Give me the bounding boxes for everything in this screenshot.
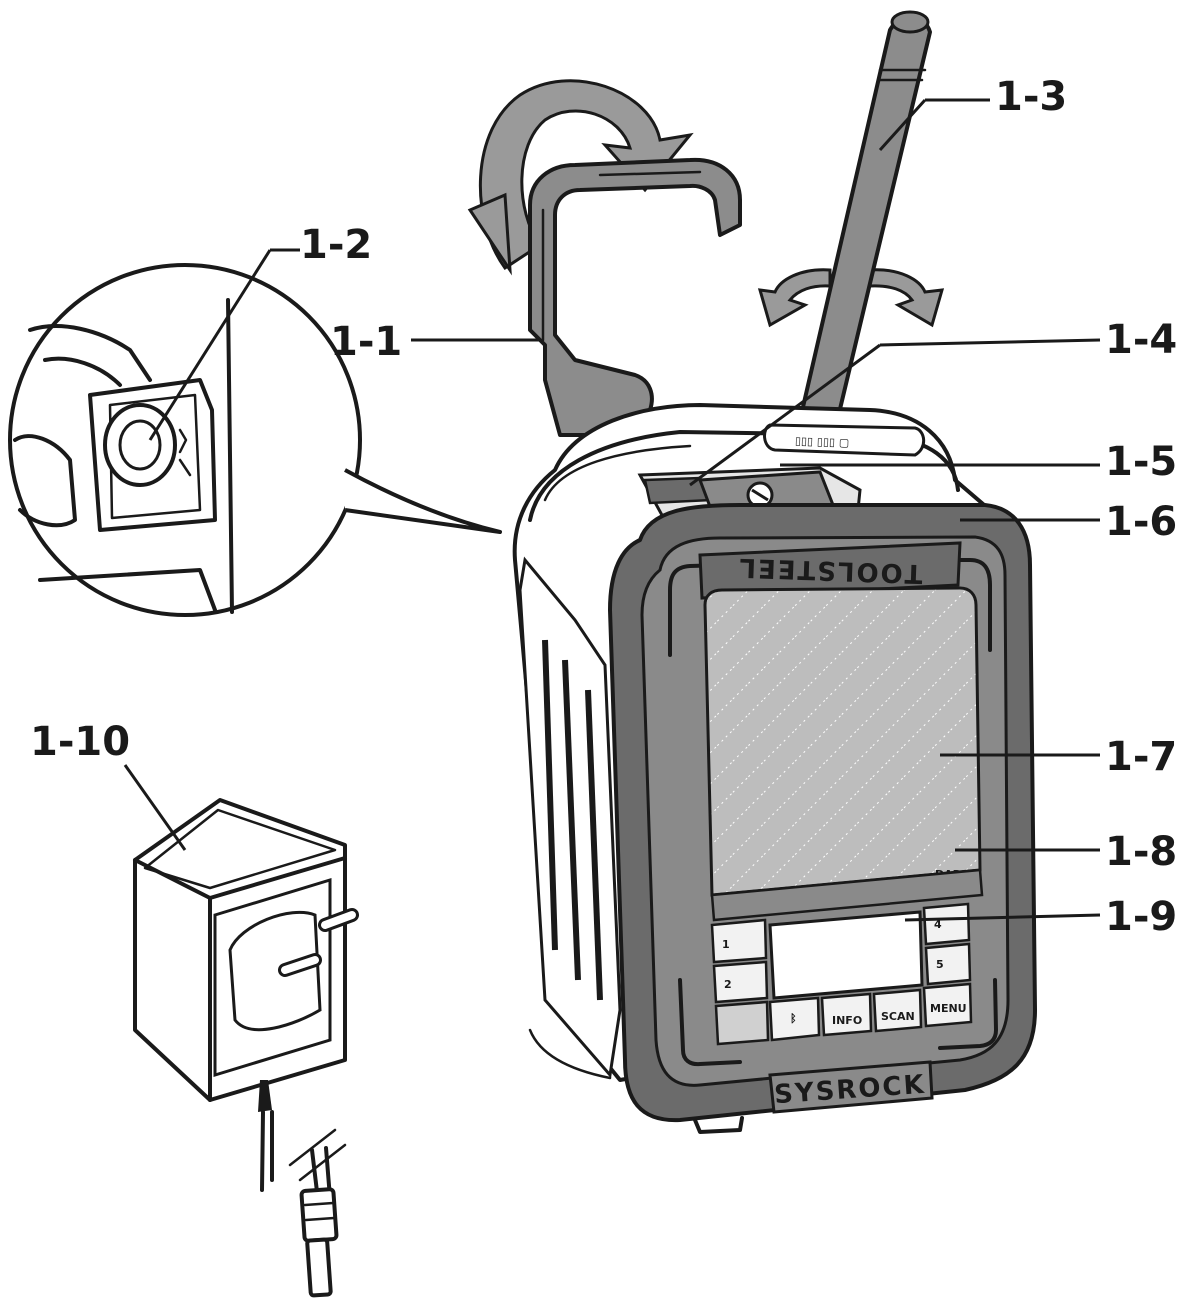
callout-1-10: 1-10 <box>30 719 130 765</box>
svg-text:MENU: MENU <box>930 1002 967 1015</box>
side-vents <box>518 556 622 1080</box>
carry-handle <box>528 157 742 437</box>
plug-pins <box>278 908 359 977</box>
top-brand-text: TOOLSTEEL <box>737 552 923 588</box>
power-button[interactable] <box>714 1000 770 1046</box>
info-button[interactable]: INFO <box>820 992 873 1037</box>
speaker-grille <box>703 586 982 897</box>
callout-labels: 1-1 1-2 1-3 1-4 1-5 1-6 1-7 1-8 1-9 1-10 <box>30 74 1177 940</box>
svg-text:5: 5 <box>936 958 944 971</box>
callout-1-4: 1-4 <box>1105 317 1177 363</box>
callout-1-8: 1-8 <box>1105 829 1177 875</box>
svg-text:SCAN: SCAN <box>881 1010 915 1023</box>
antenna-swivel-arrow-icon <box>757 268 945 328</box>
rotate-handle-arrow-icon <box>467 79 694 276</box>
bluetooth-button[interactable]: ᛒ <box>768 996 821 1042</box>
callout-1-3: 1-3 <box>995 74 1067 120</box>
callout-1-9: 1-9 <box>1105 894 1177 940</box>
top-brand-plate: TOOLSTEEL <box>698 541 962 600</box>
dc-plug <box>299 1187 339 1298</box>
radio-body: ▯▯▯ ▯▯▯ ▢ TOOLSTEEL DAB+ <box>512 403 1037 1134</box>
callout-1-6: 1-6 <box>1105 499 1177 545</box>
svg-text:2: 2 <box>724 978 732 991</box>
power-adapter <box>133 798 359 1298</box>
svg-text:4: 4 <box>934 918 942 931</box>
button-panel: 1 2 ᛒ INFO SCAN 4 <box>710 902 973 1046</box>
menu-button[interactable]: MENU <box>922 982 973 1028</box>
type-plate: ▯▯▯ ▯▯▯ ▢ <box>763 423 926 457</box>
preset-5-button[interactable]: 5 <box>924 942 972 986</box>
charging-socket-detail <box>8 263 502 617</box>
preset-1-button[interactable]: 1 <box>710 918 768 964</box>
callout-1-5: 1-5 <box>1105 439 1177 485</box>
scan-button[interactable]: SCAN <box>872 988 923 1033</box>
callout-1-7: 1-7 <box>1105 734 1177 780</box>
callout-1-1: 1-1 <box>330 319 402 365</box>
callout-1-2: 1-2 <box>300 222 372 268</box>
svg-text:▯▯▯ ▯▯▯ ▢: ▯▯▯ ▯▯▯ ▢ <box>795 434 850 449</box>
svg-text:1: 1 <box>722 938 730 951</box>
svg-text:INFO: INFO <box>832 1014 862 1027</box>
preset-2-button[interactable]: 2 <box>712 960 769 1004</box>
antenna <box>798 10 932 432</box>
lcd-display <box>768 910 924 1000</box>
leader-lines <box>123 98 1101 922</box>
svg-text:ᛒ: ᛒ <box>790 1012 797 1025</box>
preset-4-button[interactable]: 4 <box>922 902 971 946</box>
